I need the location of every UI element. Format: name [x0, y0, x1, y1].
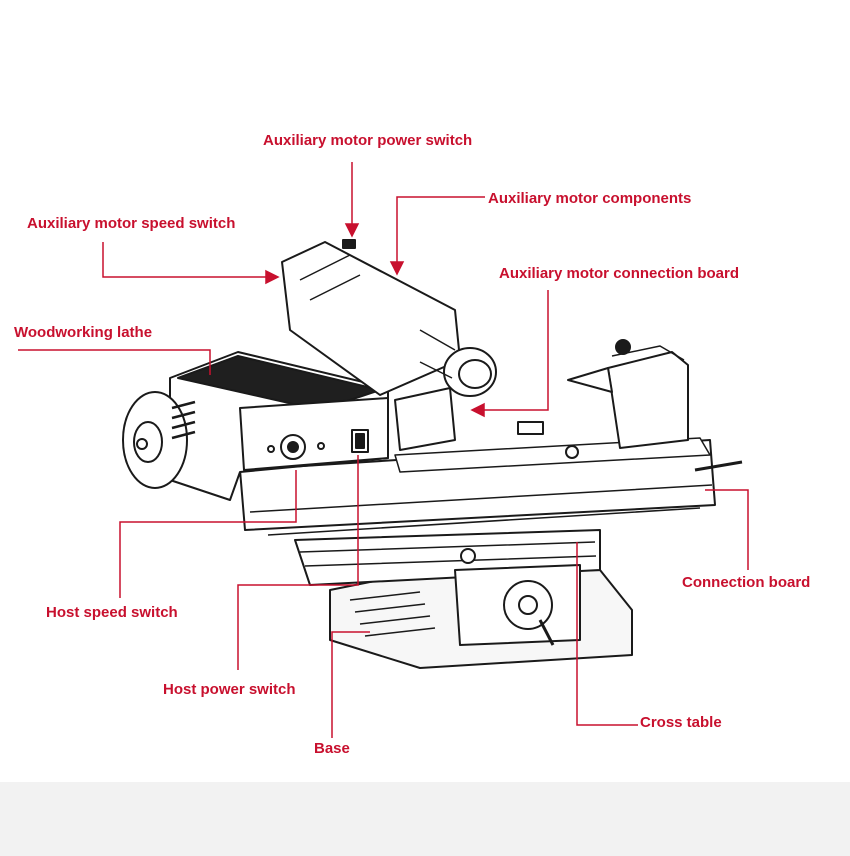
leader-woodworking-lathe — [18, 349, 211, 375]
arrow-aux-speed-switch — [265, 269, 280, 285]
leader-lines — [18, 162, 749, 738]
label-host-speed-switch: Host speed switch — [46, 604, 178, 621]
label-cross-table: Cross table — [640, 714, 722, 731]
label-aux-connection-board: Auxiliary motor connection board — [499, 265, 740, 282]
tailstock — [607, 351, 689, 449]
leader-host-power-switch — [237, 455, 359, 670]
leader-connection-board — [705, 489, 749, 570]
arrow-aux-components — [389, 261, 405, 276]
cross-table-rails — [299, 541, 597, 567]
leader-host-speed-switch — [119, 470, 297, 598]
leader-aux-components — [396, 196, 485, 268]
label-connection-board: Connection board — [682, 574, 811, 591]
lathe-bed-edge — [249, 484, 713, 536]
label-aux-speed-switch: Auxiliary motor speed switch — [27, 215, 236, 232]
motor-vents — [171, 400, 196, 440]
label-base: Base — [314, 740, 350, 757]
label-aux-components: Auxiliary motor components — [488, 190, 692, 207]
base-slots — [349, 591, 436, 637]
leader-aux-speed-switch — [102, 242, 272, 278]
label-woodworking-lathe: Woodworking lathe — [14, 324, 153, 341]
label-host-power-switch: Host power switch — [163, 681, 296, 698]
leader-cross-table — [576, 542, 638, 726]
arrow-aux-connection-board — [470, 402, 485, 418]
aux-mount — [394, 387, 456, 451]
bottom-band — [0, 782, 850, 856]
leader-base — [331, 631, 370, 738]
live-center — [567, 367, 613, 393]
leader-aux-connection-board — [478, 290, 549, 411]
arrow-aux-power-switch — [344, 223, 360, 238]
label-aux-power-switch: Auxiliary motor power switch — [263, 132, 473, 149]
